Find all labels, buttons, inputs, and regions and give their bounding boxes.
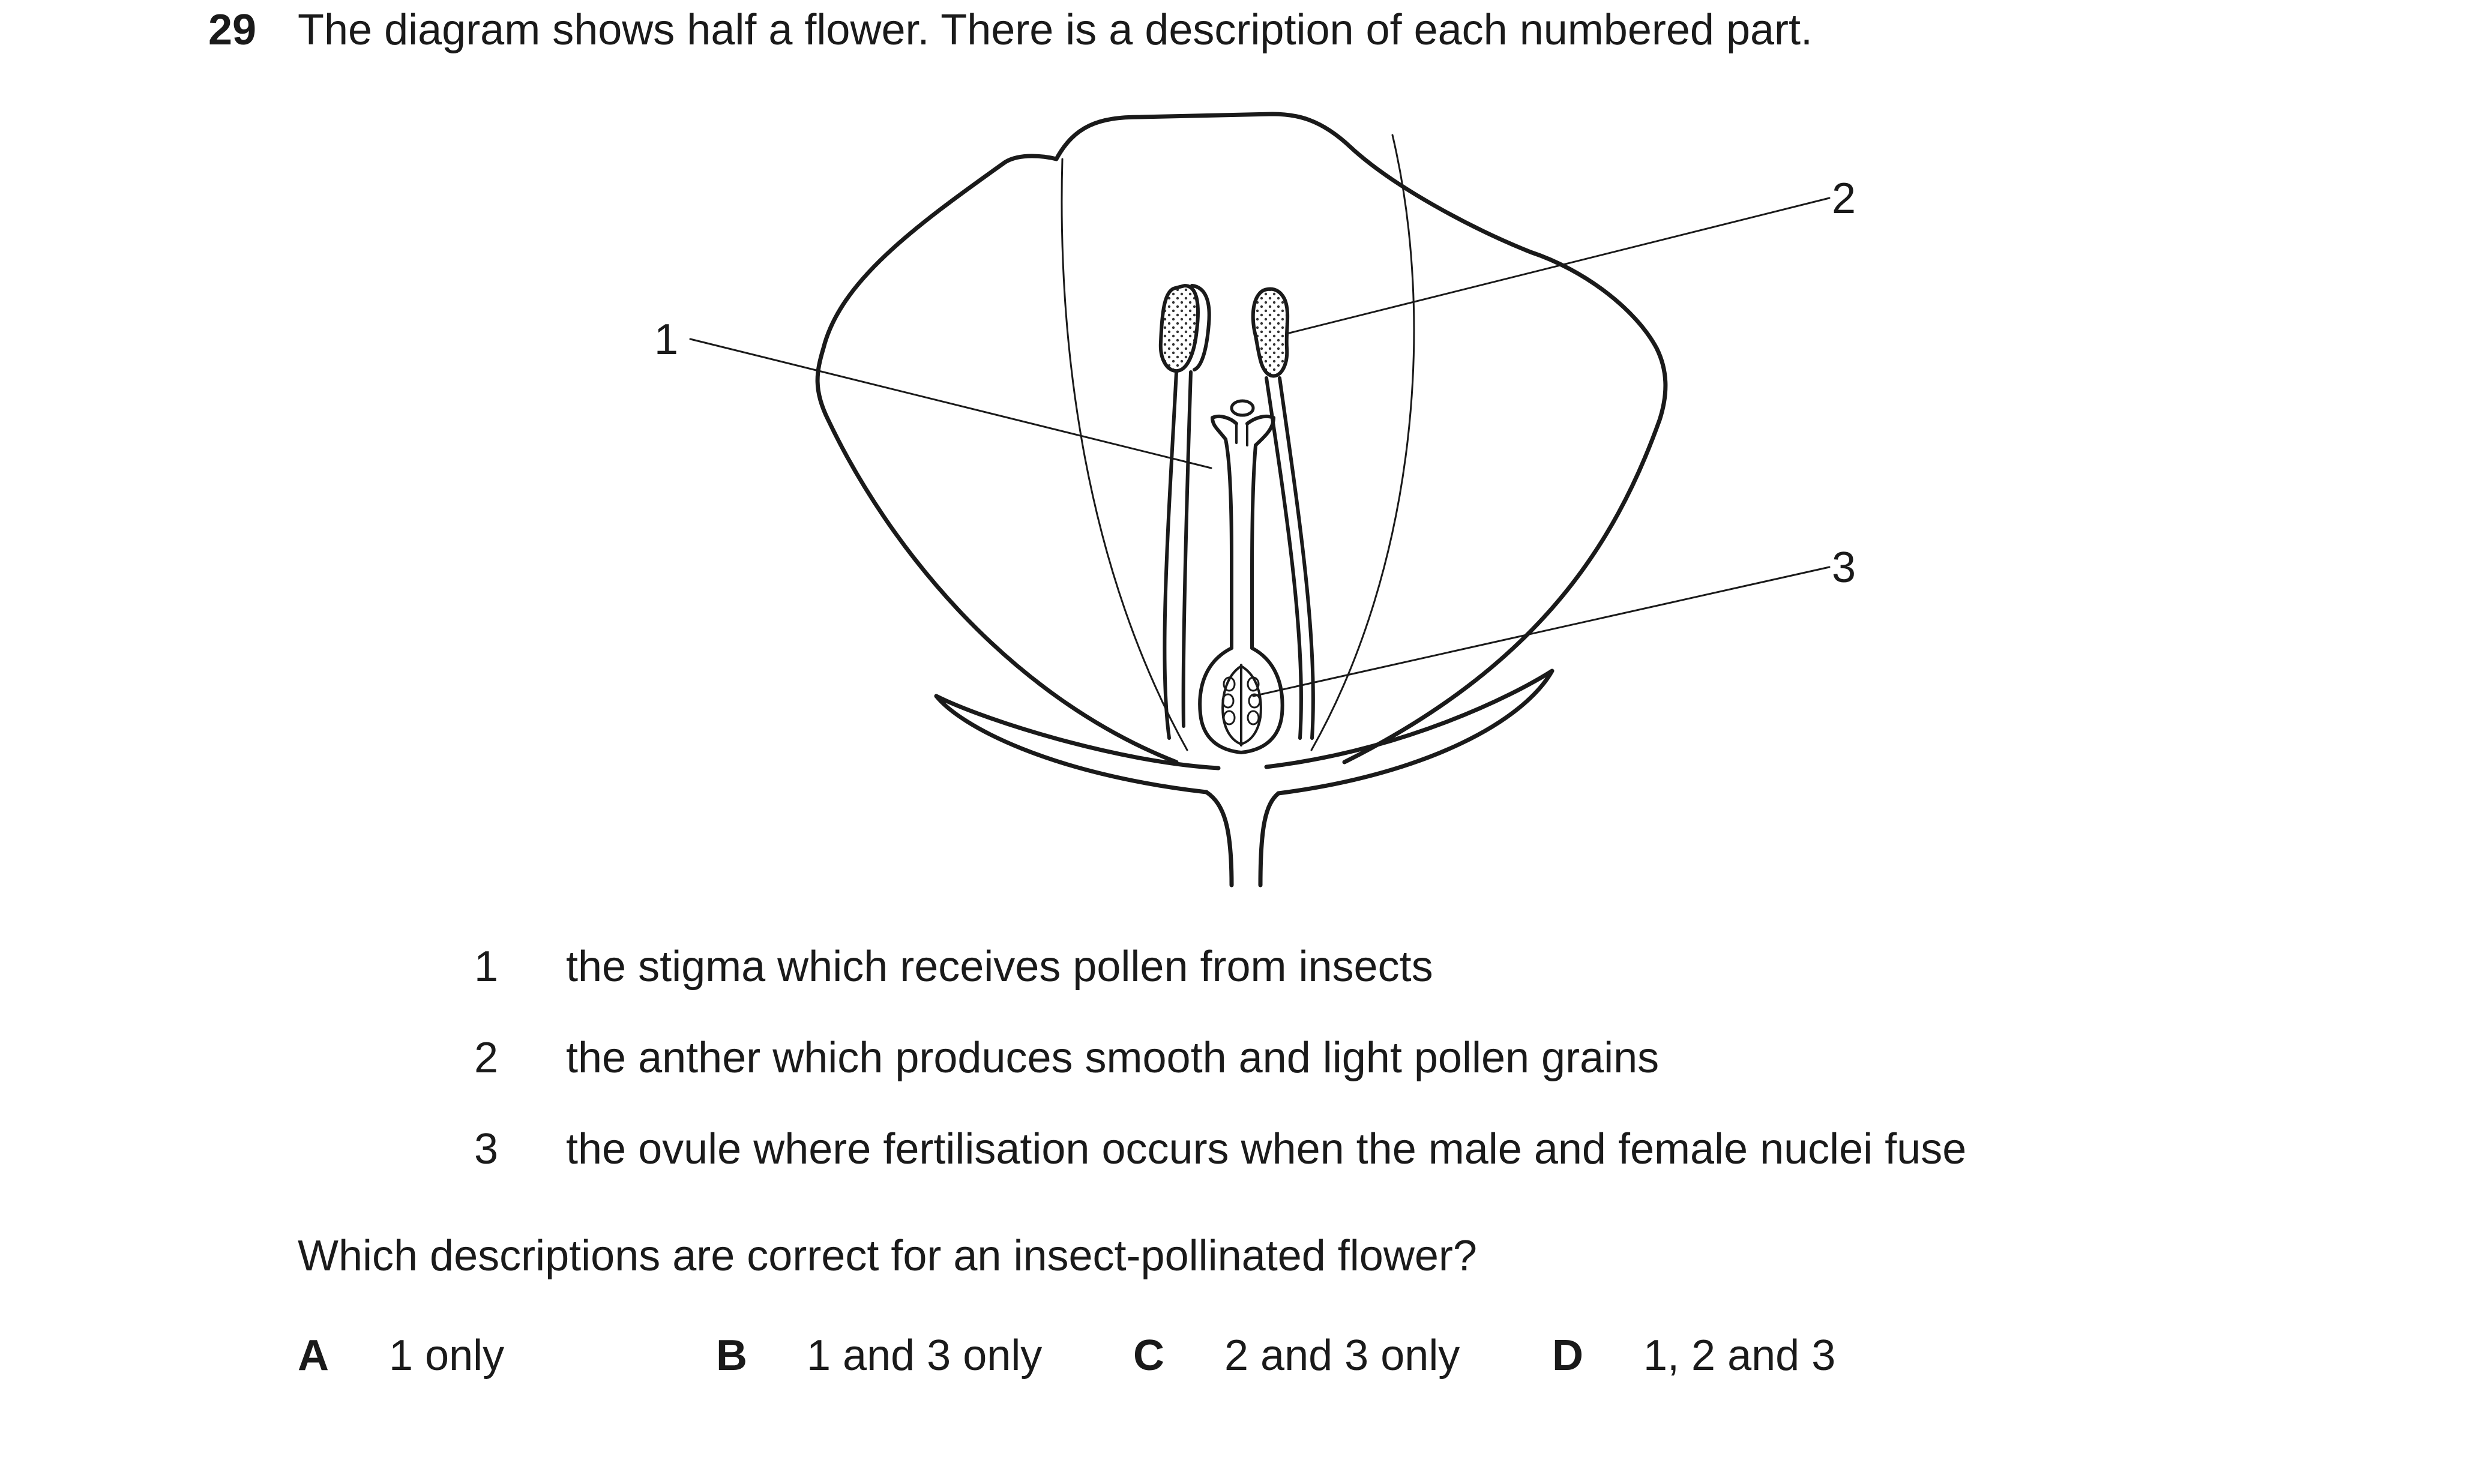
left-filament (1163, 370, 1193, 740)
label-line-2 (1288, 197, 1831, 334)
option-b-letter[interactable]: B (716, 1332, 747, 1380)
description-number-3: 3 (474, 1125, 499, 1173)
label-line-3 (1252, 566, 1831, 697)
petal-fold-right (1310, 134, 1415, 751)
question-number: 29 (208, 6, 257, 54)
left-sepal (934, 694, 1221, 795)
option-d-text[interactable]: 1, 2 and 3 (1643, 1332, 1836, 1380)
option-a-text[interactable]: 1 only (389, 1332, 505, 1380)
option-d-letter[interactable]: D (1552, 1332, 1583, 1380)
ovules (1221, 676, 1261, 725)
description-number-2: 2 (474, 1034, 499, 1082)
petal-fold-left (1061, 158, 1188, 751)
right-filament (1265, 376, 1315, 740)
diagram-label-2: 2 (1832, 175, 1856, 223)
description-text-3: the ovule where fertilisation occurs whe… (566, 1125, 1967, 1173)
diagram-label-3: 3 (1832, 544, 1856, 592)
diagram-label-1: 1 (654, 316, 678, 364)
right-anther (1251, 287, 1290, 378)
option-a-letter[interactable]: A (298, 1332, 329, 1380)
description-number-1: 1 (474, 943, 499, 991)
option-c-letter[interactable]: C (1133, 1332, 1164, 1380)
ovary (1198, 646, 1284, 754)
left-anther (1158, 284, 1200, 373)
petal-outline (815, 112, 1668, 765)
description-text-1: the stigma which receives pollen from in… (566, 943, 1433, 991)
stigma (1211, 414, 1275, 447)
flower-diagram: 1 2 3 (654, 112, 1856, 888)
option-b-text[interactable]: 1 and 3 only (807, 1332, 1043, 1380)
right-sepal (1264, 668, 1555, 796)
style (1224, 437, 1257, 650)
option-c-text[interactable]: 2 and 3 only (1224, 1332, 1460, 1380)
question-prompt: Which descriptions are correct for an in… (298, 1232, 1477, 1280)
description-text-2: the anther which produces smooth and lig… (566, 1034, 1660, 1082)
question-intro: The diagram shows half a flower. There i… (298, 6, 1813, 54)
stalk (1204, 790, 1281, 888)
label-line-1 (689, 338, 1212, 469)
